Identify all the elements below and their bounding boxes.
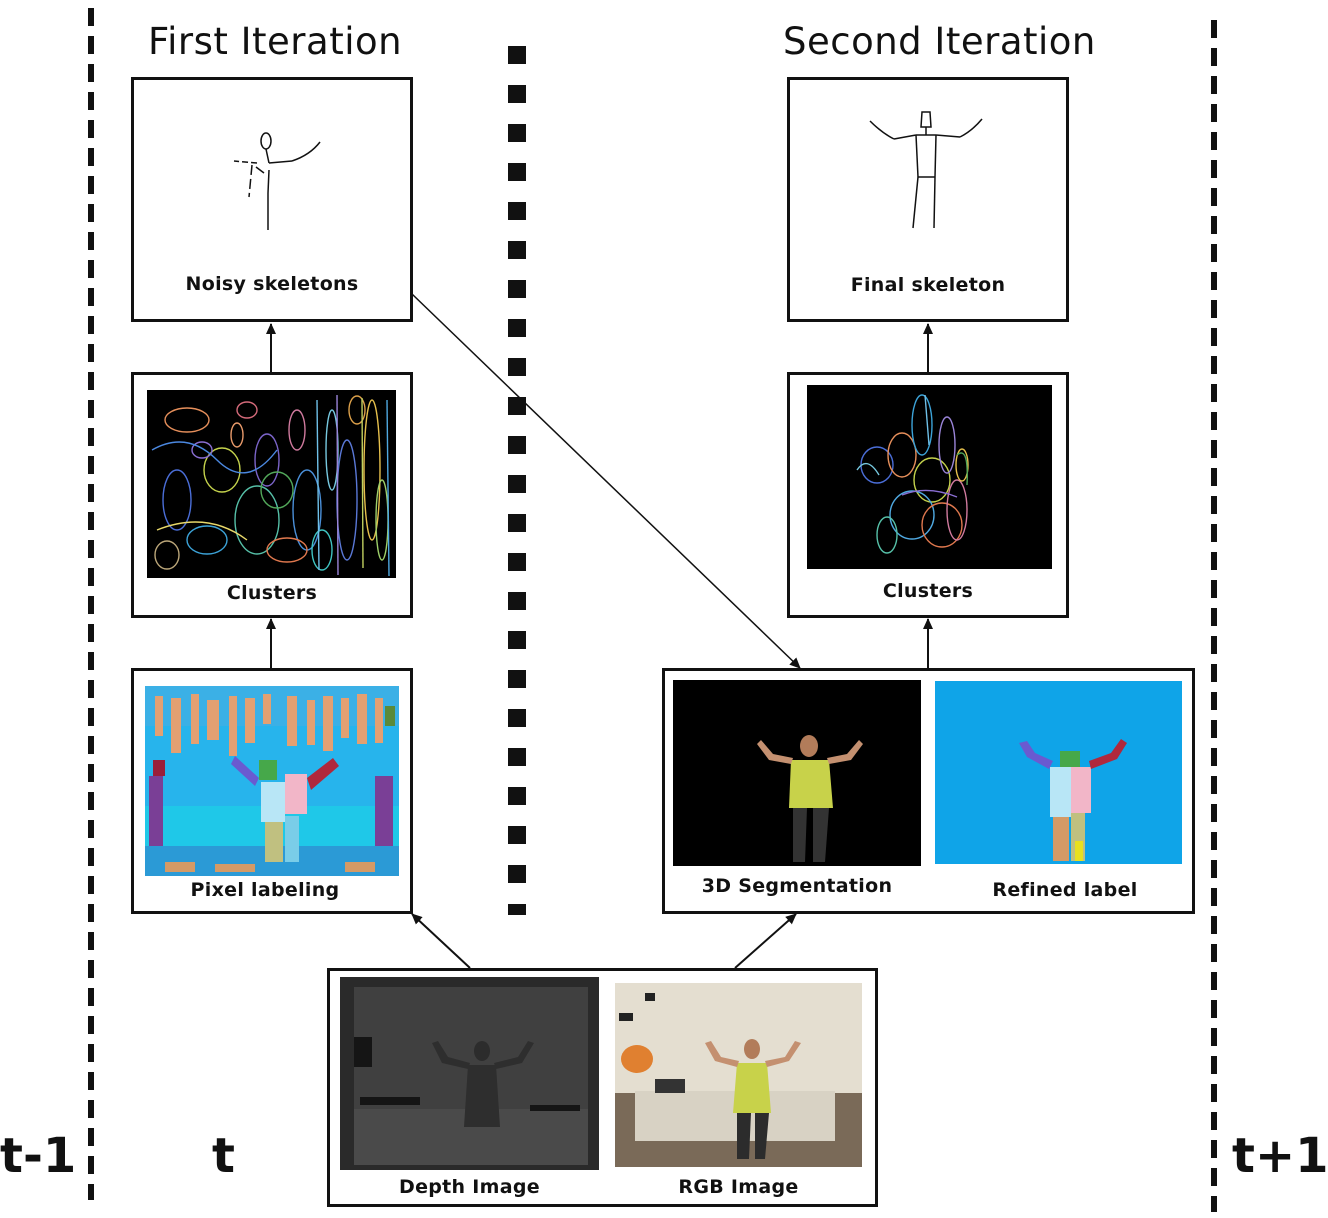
arrow-input-to-segmentation bbox=[734, 913, 797, 969]
clusters-caption-second: Clusters bbox=[882, 580, 974, 602]
clusters-image-second bbox=[807, 385, 1052, 569]
first-iteration-heading: First Iteration bbox=[148, 20, 403, 63]
arrow-input-to-pixel bbox=[411, 913, 471, 969]
time-label-prev: t-1 bbox=[0, 1128, 77, 1184]
depth-image bbox=[340, 977, 599, 1170]
rgb-image bbox=[615, 983, 862, 1167]
clusters-image-first bbox=[147, 390, 396, 578]
final-skeleton-box: Final skeleton bbox=[787, 77, 1069, 322]
arrow-noisy-to-segmentation bbox=[411, 293, 801, 669]
noisy-skeletons-box: Noisy skeletons bbox=[131, 77, 413, 322]
refined-label-caption: Refined label bbox=[992, 879, 1138, 901]
rgb-image-caption: RGB Image bbox=[678, 1176, 799, 1198]
clusters-box-second: Clusters bbox=[787, 372, 1069, 618]
segmentation-image bbox=[673, 680, 921, 866]
clusters-caption-first: Clusters bbox=[226, 582, 318, 604]
time-label-next: t+1 bbox=[1232, 1128, 1328, 1184]
pixel-labeling-box: Pixel labeling bbox=[131, 668, 413, 914]
depth-image-caption: Depth Image bbox=[399, 1176, 540, 1198]
noisy-skeletons-caption: Noisy skeletons bbox=[185, 273, 359, 295]
final-skeleton-drawing bbox=[869, 111, 983, 229]
final-skeleton-caption: Final skeleton bbox=[850, 274, 1006, 296]
clusters-box-first: Clusters bbox=[131, 372, 413, 618]
pixel-labeling-caption: Pixel labeling bbox=[190, 879, 340, 901]
input-images-box: Depth Image RGB Image bbox=[327, 968, 878, 1207]
noisy-skeleton-drawing bbox=[233, 132, 321, 230]
second-iteration-heading: Second Iteration bbox=[783, 20, 1096, 63]
pixel-labeling-image bbox=[145, 686, 399, 876]
segmentation-box: 3D Segmentation Refined label bbox=[662, 668, 1195, 914]
refined-label-image bbox=[935, 681, 1182, 864]
segmentation-caption: 3D Segmentation bbox=[701, 875, 893, 897]
time-label-current: t bbox=[212, 1128, 235, 1184]
